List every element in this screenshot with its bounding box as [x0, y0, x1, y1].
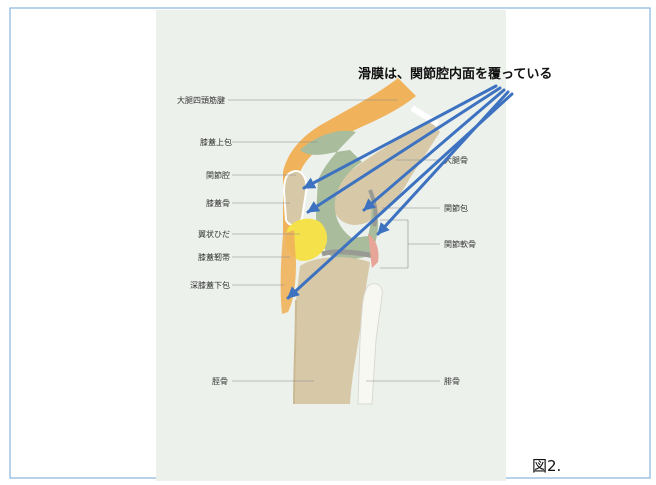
label-joint-cavity: 関節腔: [206, 170, 230, 180]
label-joint-capsule: 関節包: [444, 203, 468, 213]
synovium-callout: 滑膜は、関節腔内面を覆っている: [358, 66, 552, 82]
label-quadriceps-tendon: 大腿四頭筋腱: [177, 95, 225, 105]
label-fibula: 腓骨: [444, 376, 460, 386]
patella-shape: [284, 171, 306, 225]
label-alar-fold: 翼状ひだ: [198, 229, 230, 239]
figure-number: 図2.: [532, 457, 561, 475]
label-patellar-ligament: 膝蓋靭帯: [198, 252, 230, 262]
label-suprapatellar-bursa: 膝蓋上包: [200, 137, 232, 147]
label-articular-cartilage: 関節軟骨: [444, 239, 476, 249]
label-tibia: 脛骨: [212, 377, 228, 386]
label-infrapatellar-bursa: 深膝蓋下包: [190, 280, 230, 290]
label-patella: 膝蓋骨: [206, 198, 230, 208]
